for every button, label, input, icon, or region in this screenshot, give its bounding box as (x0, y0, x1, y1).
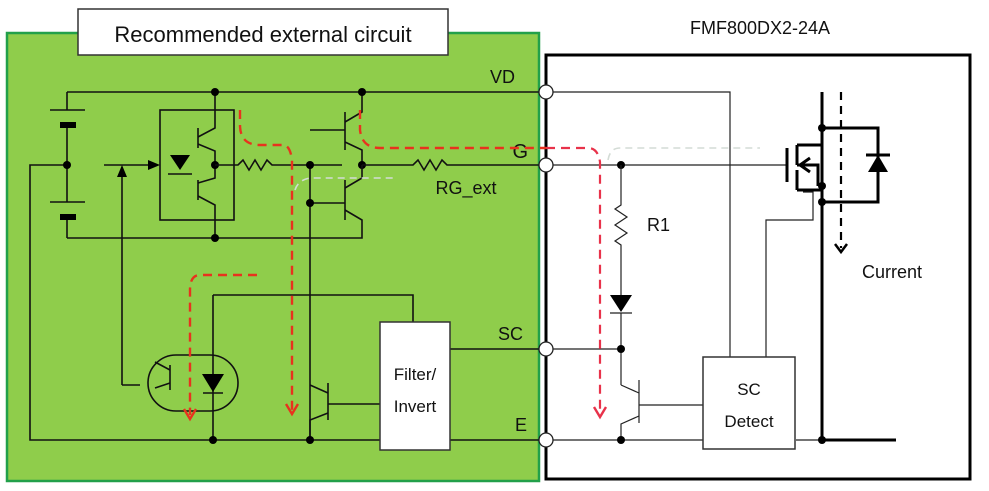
gate-current-paths (182, 110, 760, 422)
module-wiring (553, 91, 896, 444)
terminal-e-label: E (515, 415, 527, 435)
filter-invert-box (379, 321, 451, 451)
terminal-vd-label: VD (490, 67, 515, 87)
external-wiring (29, 88, 546, 444)
current-direction-arrow (834, 92, 848, 255)
external-title: Recommended external circuit (114, 22, 411, 47)
terminal-g-label: G (512, 141, 528, 163)
external-title-box (77, 8, 449, 56)
sc-detect-box (702, 356, 796, 450)
r1-label: R1 (647, 215, 670, 235)
sc-detect-label-2: Detect (724, 412, 773, 431)
terminals (538, 84, 554, 448)
current-label: Current (862, 262, 922, 282)
terminal-sc-label: SC (498, 324, 523, 344)
sc-detect-label-1: SC (737, 380, 761, 399)
filter-label-1: Filter/ (394, 365, 437, 384)
filter-label-2: Invert (394, 397, 437, 416)
external-circuit-box (5, 31, 541, 483)
rg-ext-label: RG_ext (435, 178, 496, 199)
module-title: FMF800DX2-24A (690, 18, 830, 38)
